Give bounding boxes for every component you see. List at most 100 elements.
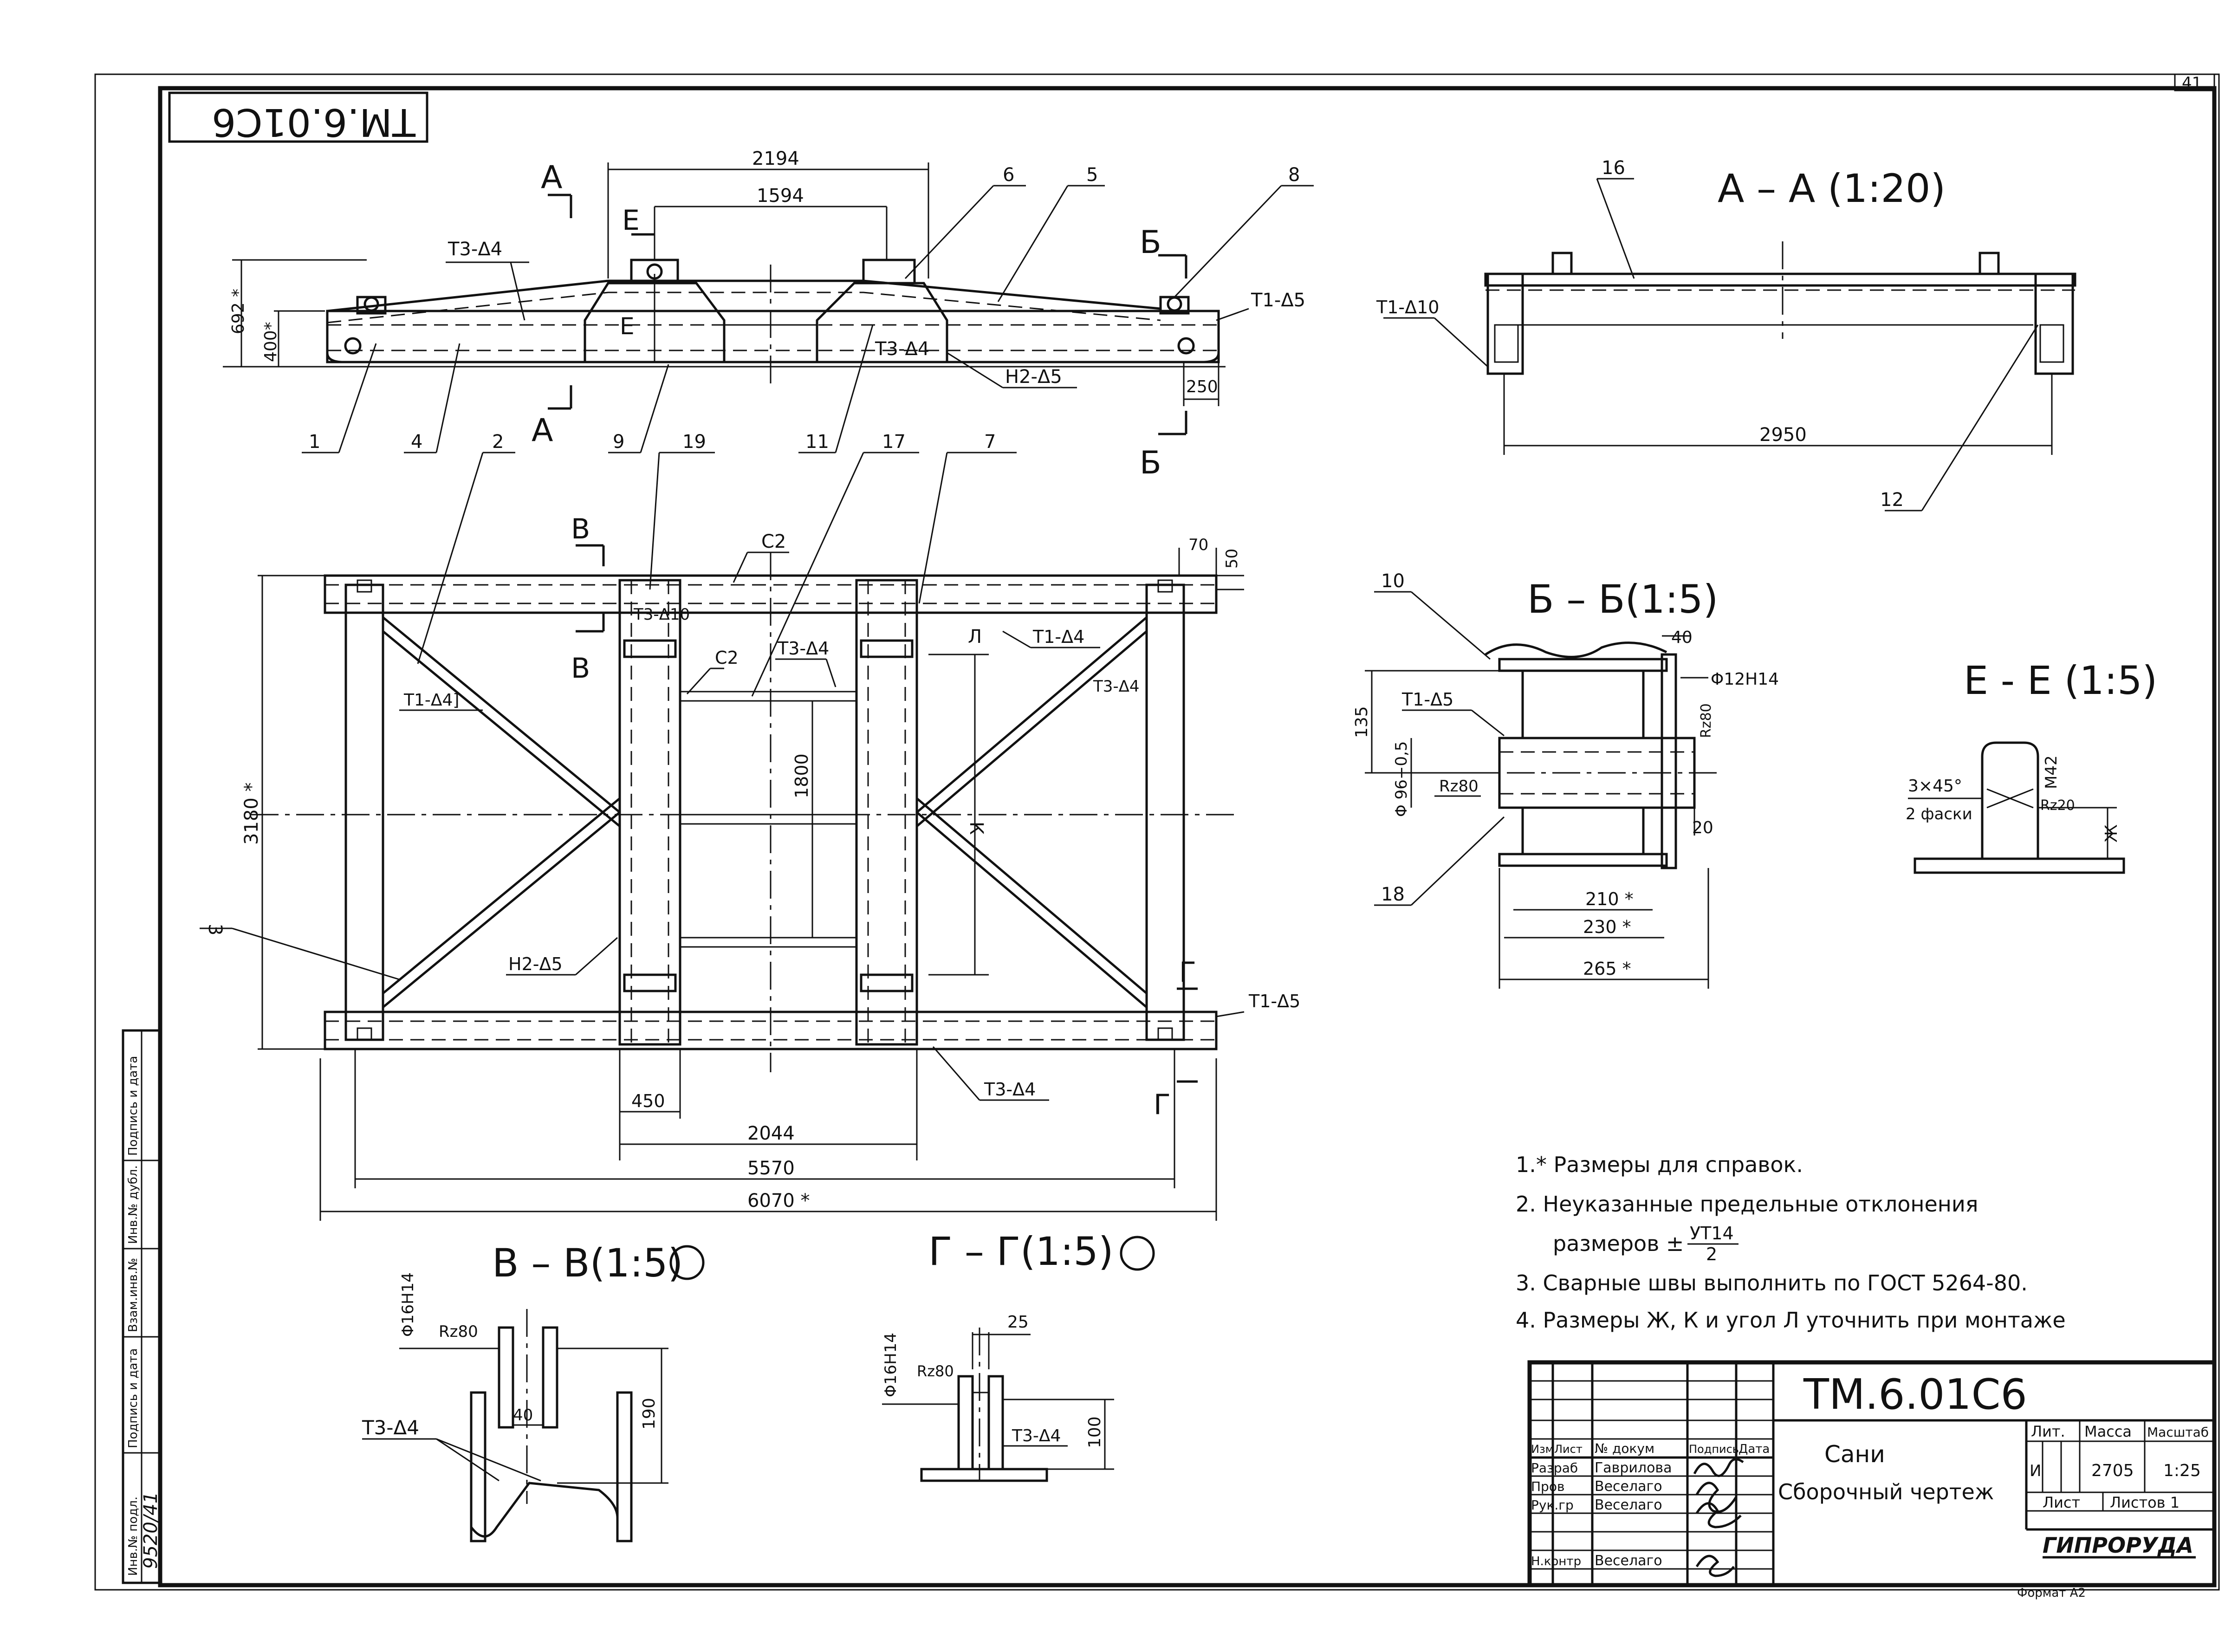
callout-19: 19: [682, 431, 706, 453]
signature-2: [1695, 1482, 1738, 1513]
section-e-e: Е - Е (1:5) 3×45° 2 фаски М42 Rz20 Ж: [1906, 658, 2157, 874]
dim-phi96: Φ 96+0,5: [1392, 741, 1411, 817]
fit-phi12h14: Φ12Н14: [1711, 670, 1779, 689]
dim-692: 692 *: [229, 289, 248, 334]
right-cross-beam: [1145, 583, 1185, 1041]
weld-t1-d5-bb: Т1-Δ5: [1401, 689, 1453, 710]
side-inv-number: 9520/41: [140, 1492, 162, 1569]
dim-100: 100: [1085, 1416, 1104, 1448]
tb-doc-type: Сборочный чертеж: [1778, 1479, 1994, 1504]
weld-t3-d10: Т3-Δ10: [633, 605, 690, 624]
dim-20: 20: [1692, 818, 1713, 837]
tb-role-nkontr: Н.контр: [1531, 1555, 1581, 1568]
section-mark-e-top: Е: [622, 204, 640, 237]
section-ee-title: Е - Е (1:5): [1964, 658, 2157, 703]
dim-k: К: [966, 822, 987, 835]
dim-6070: 6070 *: [747, 1190, 810, 1211]
section-mark-b-top: Б: [1140, 224, 1161, 261]
callout-6: 6: [1003, 164, 1014, 186]
dim-3180: 3180 *: [241, 782, 262, 845]
section-aa-title: А – А (1:20): [1718, 166, 1946, 211]
note-3: 3. Сварные швы выполнить по ГОСТ 5264-80…: [1516, 1270, 2028, 1296]
section-mark-v-bottom: В: [571, 652, 590, 685]
tb-scale-value: 1:25: [2163, 1461, 2201, 1480]
title-block: ТМ.6.01С6 Сани Сборочный чертеж Изм Лист…: [1527, 1360, 2217, 1600]
label-c2-top: С2: [761, 531, 786, 552]
weld-t1-d4-plan: Т1-Δ4: [1032, 627, 1084, 647]
tb-role-razrab: Разраб: [1531, 1460, 1578, 1476]
rz80-g: Rz80: [917, 1362, 954, 1380]
tb-h-list: Лист: [1554, 1443, 1583, 1456]
section-mark-a-top: А: [541, 159, 563, 196]
dim-1594: 1594: [757, 185, 804, 207]
callout-9: 1: [309, 431, 320, 453]
dim-210: 210 *: [1585, 889, 1634, 909]
section-mark-e-bottom: Е: [620, 313, 635, 340]
dim-40-v: 40: [513, 1406, 533, 1425]
weld-t3-d4-plan-a: Т3-Δ4: [777, 638, 829, 659]
dim-25: 25: [1007, 1313, 1029, 1332]
rz80-bb-left: Rz80: [1439, 777, 1479, 796]
side-stamp: Инв.№ подл. Подпись и дата Взам.инв.№ Ин…: [122, 1029, 162, 1584]
tb-mass-value: 2705: [2091, 1461, 2134, 1480]
callout-11: 11: [805, 431, 829, 453]
plan-view: 3180 * К 1800 450 2044 5570 6070 * 70 50…: [200, 431, 1300, 1221]
page-number: 41: [2182, 74, 2202, 92]
section-b-b: Б – Б(1:5) 135 Φ 96+0,5 40 Φ12Н14 Rz80 Т…: [1352, 570, 1779, 989]
side-cell-sign1: Подпись и дата: [126, 1348, 140, 1448]
callout-2: 2: [492, 431, 504, 453]
section-vv-title: В – В(1:5): [492, 1240, 683, 1286]
tb-role-prov: Пров: [1531, 1479, 1564, 1494]
section-mark-a-bottom: А: [532, 412, 553, 449]
section-a-a: А – А (1:20) 2950 Т1-Δ10 16 12: [1376, 157, 2076, 512]
dim-5570: 5570: [747, 1158, 795, 1179]
section-mark-b-bottom: Б: [1140, 445, 1161, 481]
tb-name-prov: Веселаго: [1595, 1478, 1662, 1495]
tb-h-data: Дата: [1739, 1442, 1770, 1456]
note-2b: размеров ±: [1553, 1231, 1684, 1256]
section-mark-g-top: Г: [1179, 956, 1196, 989]
note-4: 4. Размеры Ж, К и угол Л уточнить при мо…: [1516, 1308, 2066, 1333]
weld-t3-d4-plan-c: Т3-Δ4: [984, 1079, 1036, 1100]
label-angle-l: Л: [968, 626, 982, 648]
dim-2950: 2950: [1759, 424, 1807, 446]
weld-h2-d5: Н2-Δ5: [1005, 366, 1062, 388]
main-beam: [326, 310, 1220, 363]
callout-12: 12: [1880, 489, 1904, 511]
callout-18: 18: [1381, 884, 1405, 905]
tb-h-izm: Изм: [1531, 1443, 1554, 1456]
dim-40-bb: 40: [1671, 628, 1693, 647]
callout-4: 9: [613, 431, 624, 453]
signature-3: [1695, 1502, 1742, 1529]
rz20: Rz20: [2040, 797, 2075, 814]
tb-mass-label: Масса: [2084, 1423, 2132, 1440]
inner-frame: [158, 86, 2217, 1587]
chamfer-2: 2 фаски: [1906, 805, 1972, 823]
dim-250: 250: [1186, 377, 1218, 396]
section-v-v: В – В(1:5) Φ16Н14 Rz80 40 190 Т3-Δ4: [362, 1240, 705, 1542]
signature-4: [1695, 1555, 1735, 1577]
sheet-format: Формат А2: [2017, 1586, 2086, 1600]
weld-t3-d4-a: Т3-Δ4: [448, 239, 502, 260]
callout-3: 3: [204, 924, 226, 935]
dim-zh: Ж: [2102, 824, 2121, 842]
tb-h-ndoc: № докум: [1595, 1441, 1654, 1456]
weld-t1-d10: Т1-Δ10: [1376, 297, 1439, 317]
label-c2-mid: С2: [715, 648, 739, 668]
tb-scale-label: Масштаб: [2147, 1425, 2209, 1440]
weld-h2-d5-plan: Н2-Δ5: [508, 954, 563, 974]
dim-450: 450: [631, 1091, 665, 1111]
section-mark-g-bottom: Г: [1154, 1088, 1171, 1121]
dim-1800: 1800: [791, 753, 812, 798]
weld-t3-d4-g: Т3-Δ4: [1012, 1426, 1061, 1445]
section-bb-title: Б – Б(1:5): [1527, 577, 1718, 622]
tb-name-nkontr: Веселаго: [1595, 1553, 1662, 1569]
signature-1: [1693, 1458, 1744, 1477]
weld-t3-d4-v: Т3-Δ4: [362, 1416, 419, 1439]
note-2: 2. Неуказанные предельные отклонения: [1516, 1192, 1978, 1217]
section-g-g: Г – Г(1:5) 25 Φ16Н14 Rz80 Т3-Δ4 100: [882, 1229, 1155, 1482]
rotated-code-box: ТМ.6.01С6: [168, 91, 428, 144]
tb-h-podp: Подпись: [1689, 1443, 1739, 1456]
note-fraction-den: 2: [1706, 1244, 1717, 1264]
